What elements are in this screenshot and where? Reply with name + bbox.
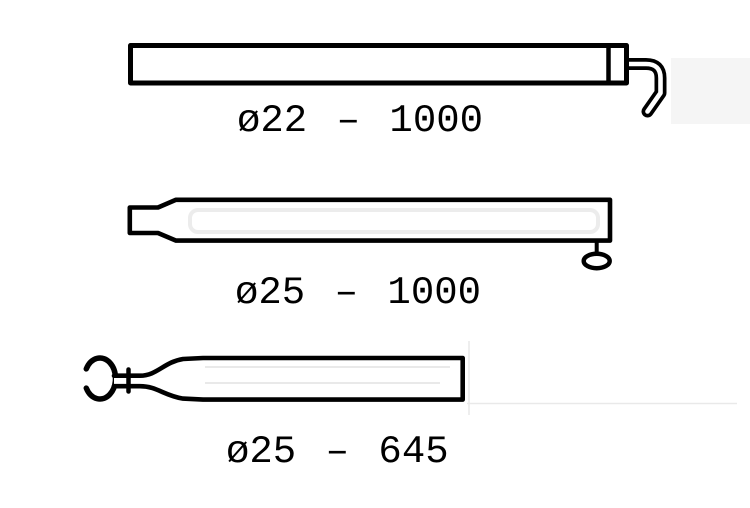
tube-inner-highlight xyxy=(188,208,600,234)
tube-body xyxy=(128,43,629,86)
hook-fitting-core xyxy=(623,61,663,114)
part-drawing-25-645 xyxy=(83,341,737,415)
eye-ring xyxy=(83,355,119,402)
pull-ring xyxy=(581,251,612,271)
tube-body xyxy=(127,197,613,243)
tube-body xyxy=(111,355,465,402)
dimension-label-22-1000: ø22 – 1000 xyxy=(237,98,484,143)
part-drawing-25-1000 xyxy=(127,197,613,271)
scan-shade-patch xyxy=(671,58,750,124)
dimension-label-25-645: ø25 – 645 xyxy=(226,429,449,474)
part-drawing-22-1000 xyxy=(128,43,750,124)
dimension-label-25-1000: ø25 – 1000 xyxy=(235,270,482,315)
hook-fitting-outline xyxy=(620,58,667,118)
